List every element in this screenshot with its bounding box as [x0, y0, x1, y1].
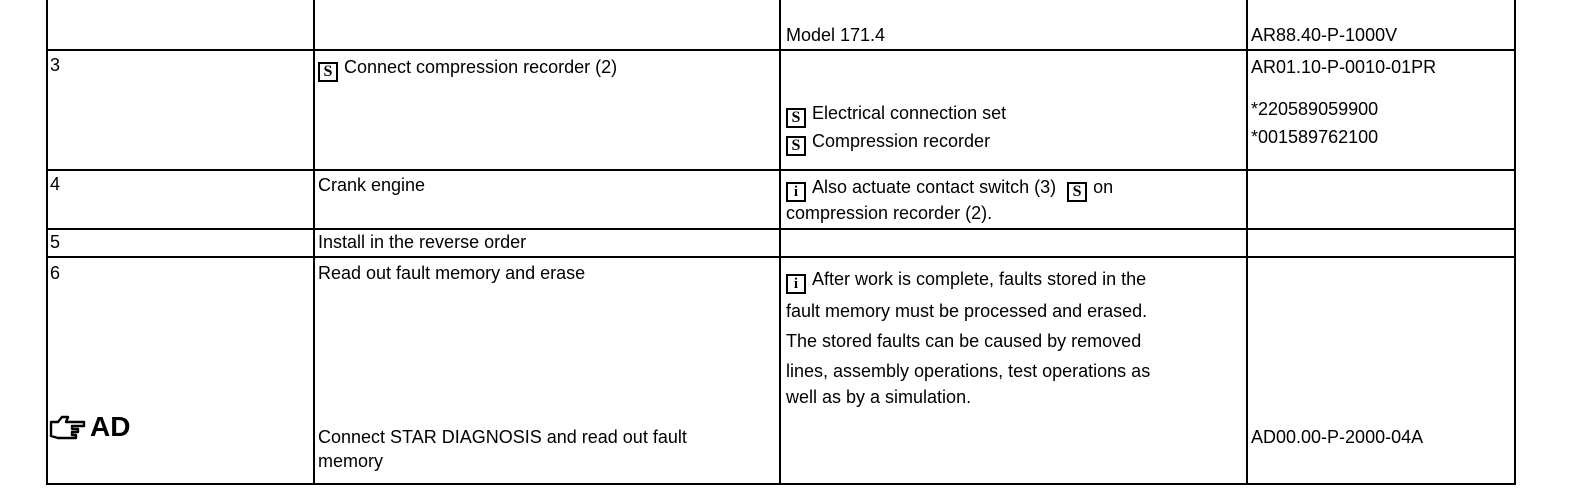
- info-note-line: fault memory must be processed and erase…: [786, 301, 1148, 321]
- row-divider: [46, 169, 1516, 171]
- tool-icon: S: [786, 136, 806, 156]
- part-number: *220589059900: [1251, 99, 1379, 119]
- row-divider: [46, 228, 1516, 230]
- diagnosis-label: AD: [48, 412, 130, 442]
- hand-pointer-icon: [49, 415, 86, 440]
- row-divider: [46, 49, 1516, 51]
- diagnosis-action: Connect STAR DIAGNOSIS and read out faul…: [318, 427, 687, 447]
- part-number: *001589762100: [1251, 127, 1379, 147]
- step-action: Install in the reverse order: [318, 232, 527, 252]
- step-number: 5: [50, 232, 61, 252]
- tool-icon: S: [1067, 182, 1088, 202]
- column-divider: [1246, 0, 1248, 485]
- table-left-border: [46, 0, 48, 485]
- reference-code: AR01.10-P-0010-01PR: [1251, 57, 1437, 77]
- row-divider: [46, 256, 1516, 258]
- info-note-line: well as by a simulation.: [786, 387, 972, 407]
- info-note-continued: compression recorder (2).: [786, 203, 993, 223]
- step-number: 6: [50, 263, 61, 283]
- step-action: Read out fault memory and erase: [318, 263, 586, 283]
- column-divider: [313, 0, 315, 485]
- step-number: 3: [50, 55, 61, 75]
- info-icon: i: [786, 182, 806, 202]
- reference-code: AD00.00-P-2000-04A: [1251, 427, 1424, 447]
- info-note-line: lines, assembly operations, test operati…: [786, 361, 1151, 381]
- table-bottom-border: [46, 483, 1516, 485]
- info-note-line: The stored faults can be caused by remov…: [786, 331, 1142, 351]
- tool-icon: S: [786, 108, 806, 128]
- info-icon: i: [786, 274, 806, 294]
- reference-code: AR88.40-P-1000V: [1251, 25, 1398, 45]
- column-divider: [779, 0, 781, 485]
- diagnosis-action-continued: memory: [318, 451, 384, 471]
- step-action: Crank engine: [318, 175, 426, 195]
- table-right-border: [1514, 0, 1516, 485]
- row-notes: Model 171.4: [786, 25, 886, 45]
- step-number: 4: [50, 174, 61, 194]
- tool-icon: S: [318, 62, 338, 82]
